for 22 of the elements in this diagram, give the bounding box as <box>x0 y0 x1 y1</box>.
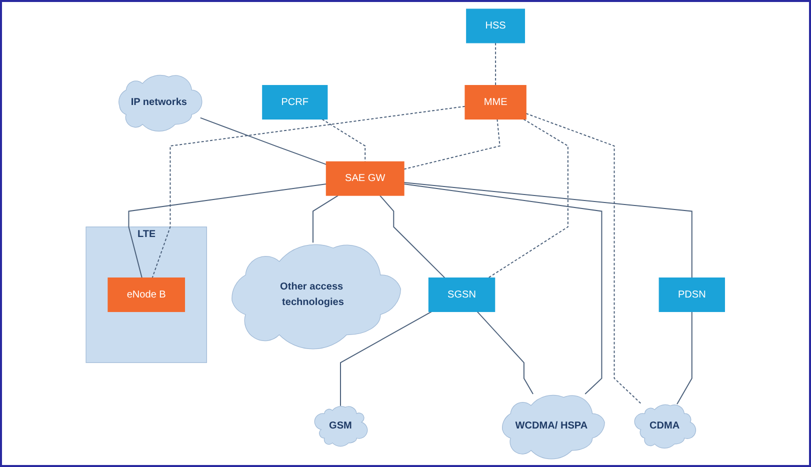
node-box: SGSN <box>428 277 496 312</box>
connector <box>488 118 569 278</box>
connector <box>152 105 466 278</box>
connector <box>340 310 432 406</box>
node-box: SAE GW <box>326 160 404 196</box>
connector <box>322 118 366 162</box>
connector <box>526 112 642 404</box>
connector <box>477 310 534 394</box>
connector <box>495 42 496 85</box>
node-box: PDSN <box>658 277 726 312</box>
connector <box>404 118 501 170</box>
connector <box>312 194 338 242</box>
node-box: PCRF <box>262 84 328 120</box>
node-box: eNode B <box>108 277 186 312</box>
connector <box>404 181 693 278</box>
node-box: HSS <box>466 8 526 43</box>
connector <box>676 311 693 404</box>
connector <box>128 182 326 278</box>
connector <box>200 116 327 164</box>
connector <box>404 182 602 394</box>
node-box: MME <box>464 84 527 120</box>
connector <box>380 194 446 278</box>
